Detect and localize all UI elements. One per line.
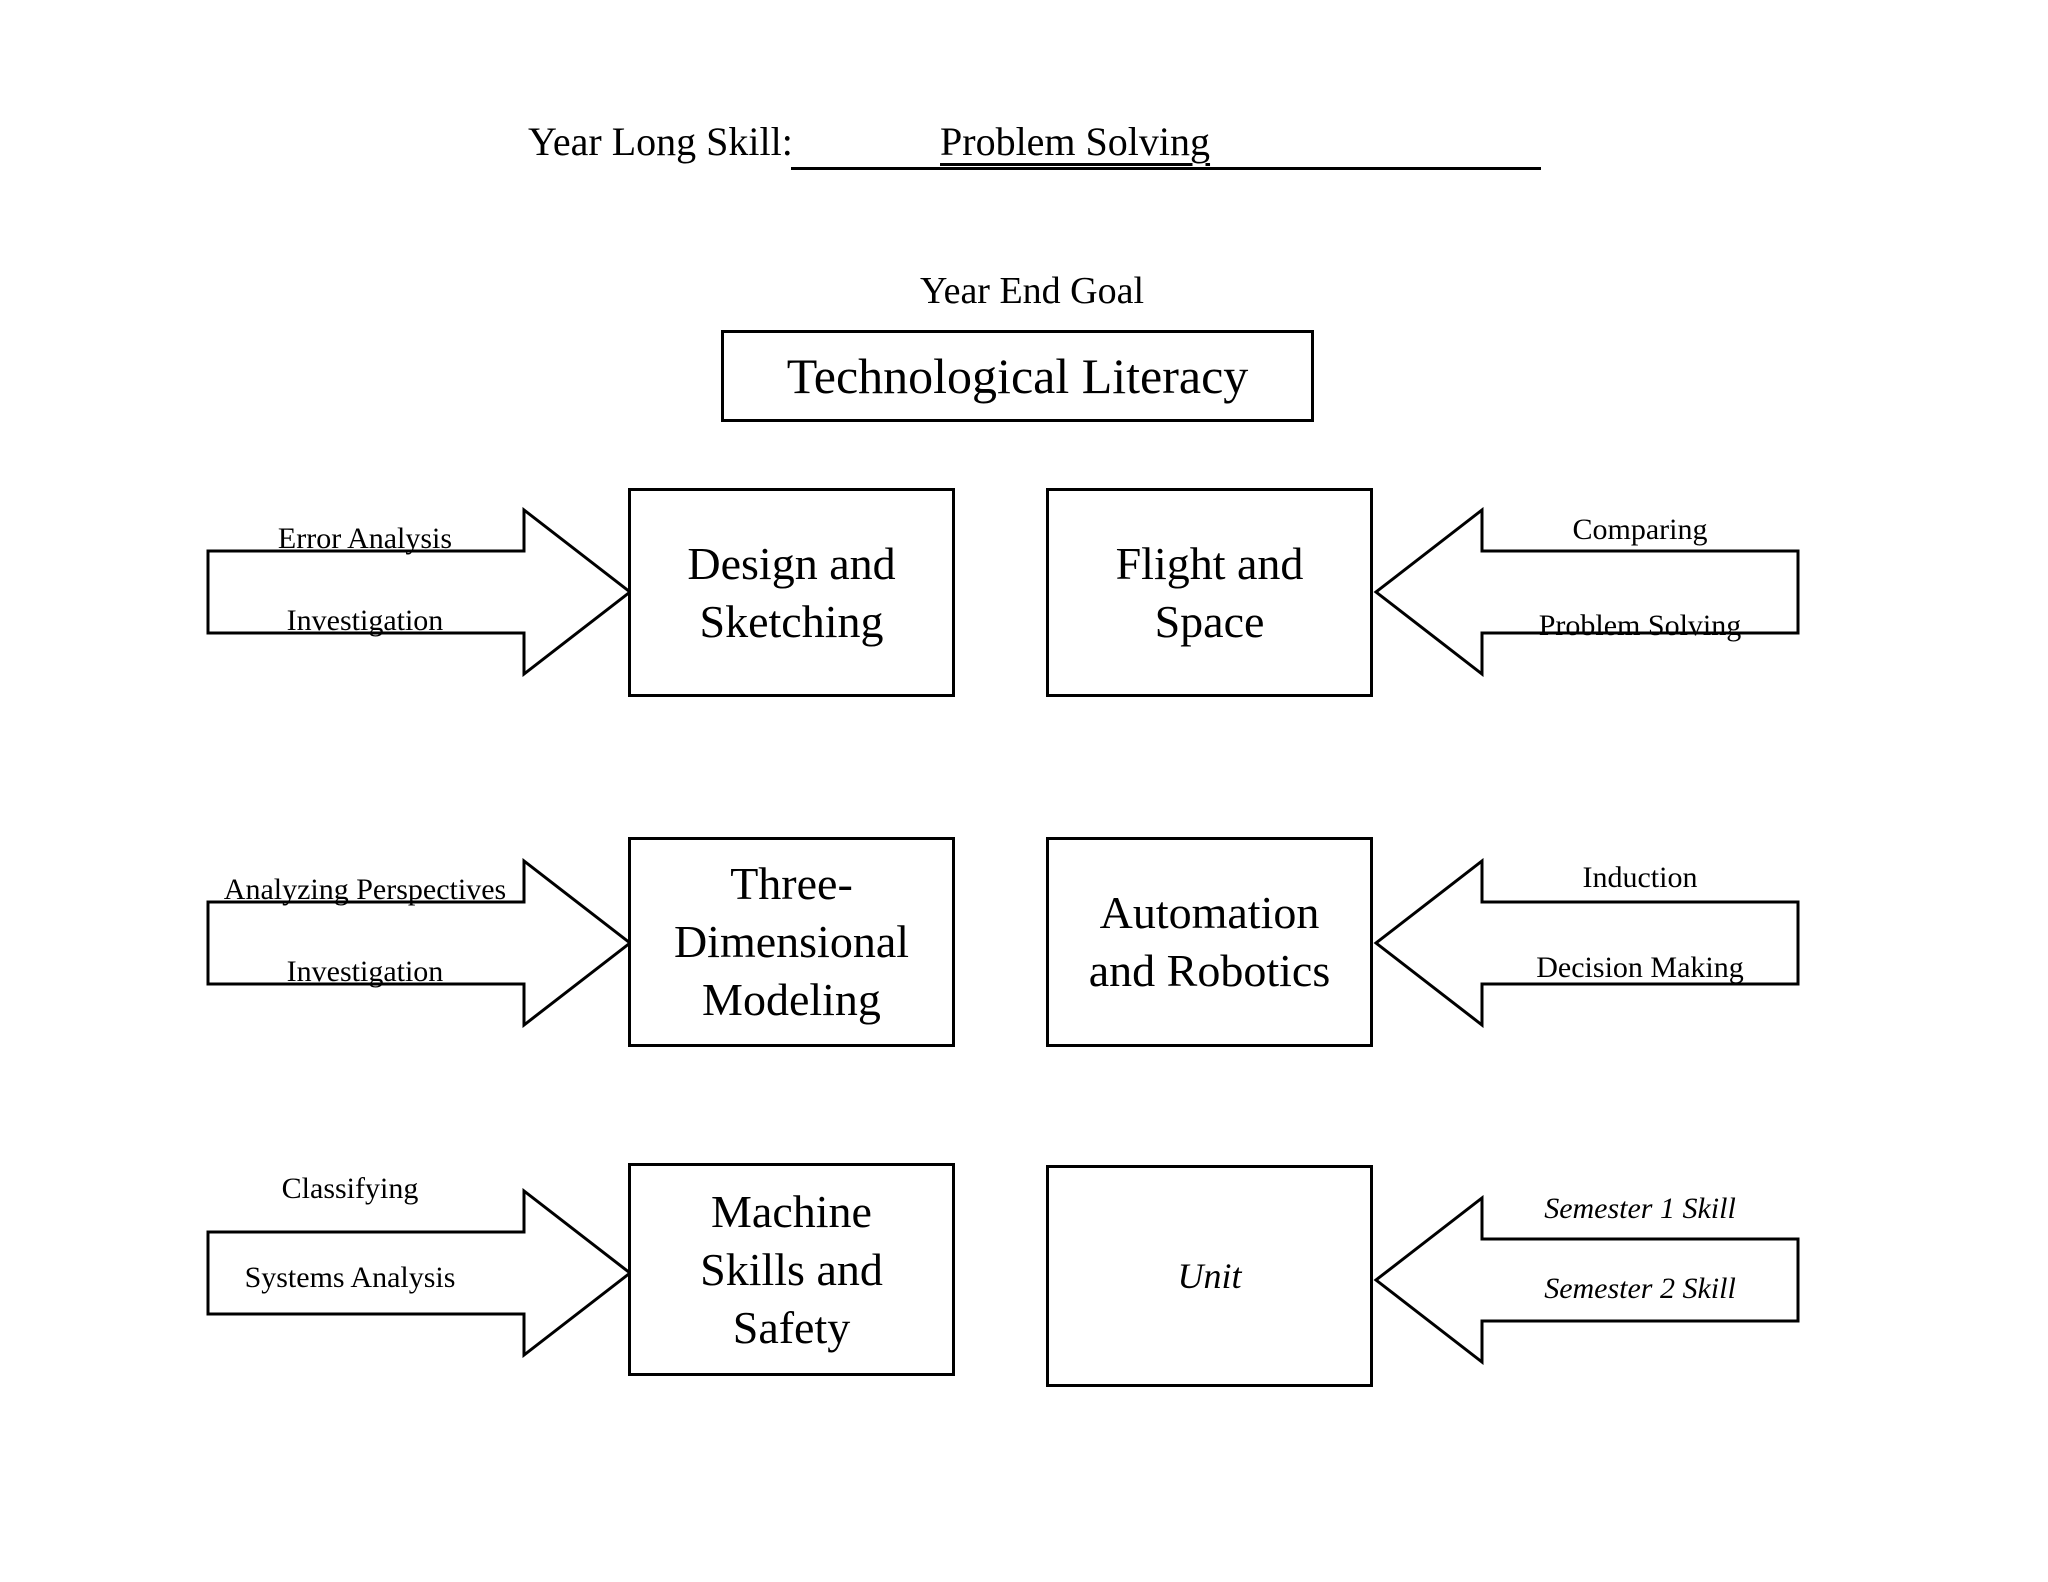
unit-box-label: Flight and Space <box>1115 537 1304 647</box>
year-long-skill-label: Year Long Skill: <box>528 119 793 164</box>
left-pointing-arrow <box>1373 1195 1800 1365</box>
arrow-skill-label: Induction <box>1582 861 1698 894</box>
arrow-skill-label: Classifying <box>281 1172 419 1205</box>
technological-literacy-label: Technological Literacy <box>786 348 1249 404</box>
unit-box-label: Design and Sketching <box>687 537 896 647</box>
right-pointing-arrow <box>206 507 633 677</box>
year-long-skill-value: Problem Solving <box>940 119 1211 164</box>
right-arrow-shape <box>206 1188 633 1358</box>
unit-box-design-and-sketching: Design and Sketching <box>628 488 955 697</box>
unit-box-automation-and-robotics: Automation and Robotics <box>1046 837 1373 1047</box>
arrow-skill-label: Error Analysis <box>277 522 453 555</box>
arrow-skill-label: Investigation <box>286 604 444 637</box>
left-pointing-arrow <box>1373 507 1800 677</box>
unit-box-unit-placeholder: Unit <box>1046 1165 1373 1387</box>
year-end-goal-caption: Year End Goal <box>919 270 1145 312</box>
arrow-skill-label: Problem Solving <box>1538 609 1742 642</box>
unit-box-label: Machine Skills and Safety <box>700 1185 883 1353</box>
fill-in-blank-line <box>791 167 1541 170</box>
left-arrow-shape <box>1373 507 1800 677</box>
left-arrow-shape <box>1373 1195 1800 1365</box>
arrow-skill-label: Analyzing Perspectives <box>223 873 507 906</box>
left-arrow-shape <box>1373 858 1800 1028</box>
left-pointing-arrow <box>1373 858 1800 1028</box>
unit-box-label: Unit <box>1177 1256 1242 1296</box>
right-arrow-shape <box>206 507 633 677</box>
right-arrow-shape <box>206 858 633 1028</box>
right-pointing-arrow <box>206 858 633 1028</box>
arrow-skill-label: Decision Making <box>1536 951 1744 984</box>
unit-box-machine-skills-and-safety: Machine Skills and Safety <box>628 1163 955 1376</box>
unit-box-three-dimensional-modeling: Three- Dimensional Modeling <box>628 837 955 1047</box>
arrow-skill-label: Semester 2 Skill <box>1544 1272 1736 1305</box>
arrow-skill-label: Semester 1 Skill <box>1544 1192 1736 1225</box>
technological-literacy-box: Technological Literacy <box>721 330 1314 422</box>
unit-box-label: Three- Dimensional Modeling <box>673 858 910 1025</box>
unit-box-flight-and-space: Flight and Space <box>1046 488 1373 697</box>
arrow-skill-label: Comparing <box>1572 513 1708 546</box>
right-pointing-arrow <box>206 1188 633 1358</box>
arrow-skill-label: Investigation <box>286 955 444 988</box>
unit-box-label: Automation and Robotics <box>1088 887 1331 996</box>
arrow-skill-label: Systems Analysis <box>244 1261 456 1294</box>
